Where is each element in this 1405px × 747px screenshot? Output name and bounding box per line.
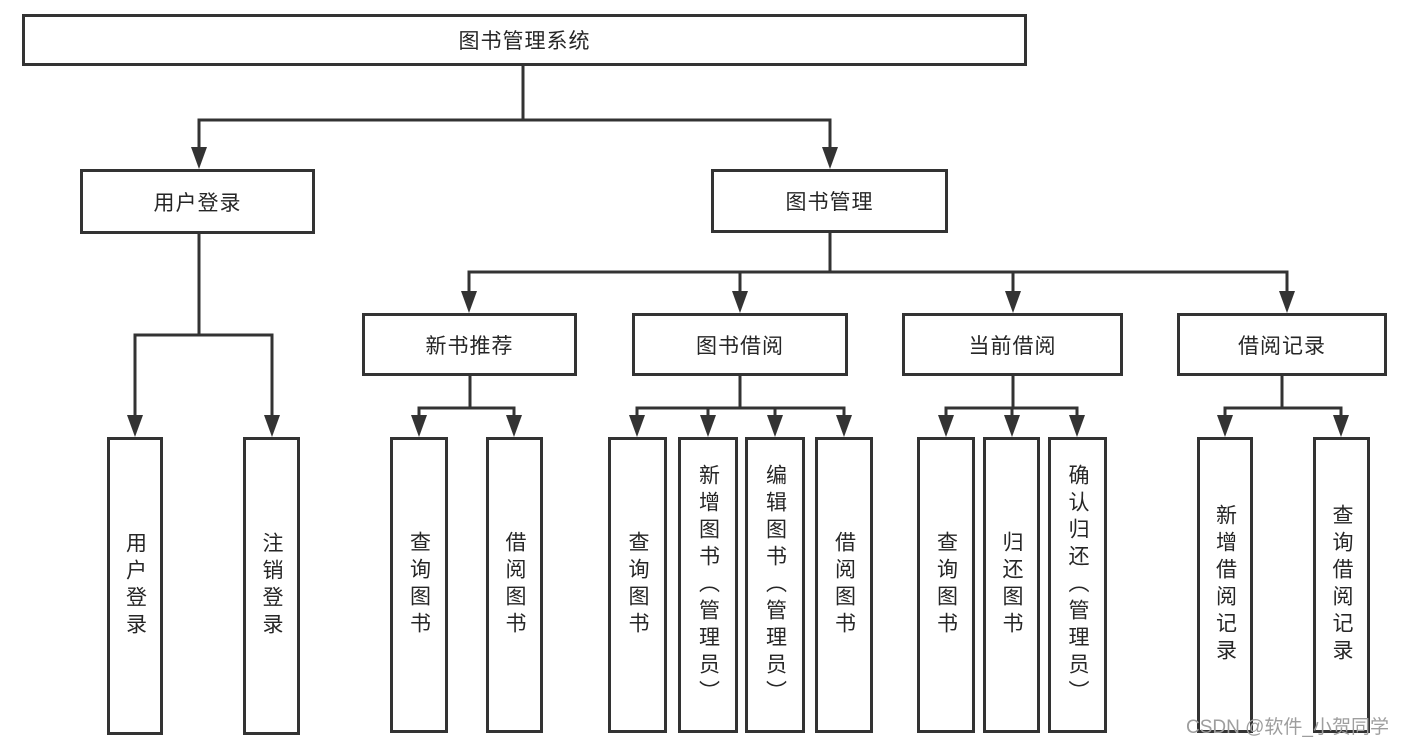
node-label: 新书推荐 — [425, 334, 514, 358]
connector-book-borrow-to-leaves — [629, 376, 852, 437]
node-user-login: 用户登录 — [80, 169, 315, 234]
node-label: 借阅图书 — [503, 531, 526, 639]
node-label: 当前借阅 — [968, 334, 1057, 358]
leaf-bb-query-book: 查询图书 — [608, 437, 667, 733]
leaf-logout: 注销登录 — [243, 437, 300, 735]
node-label: 借阅记录 — [1238, 334, 1326, 358]
node-book-management: 图书管理 — [711, 169, 948, 233]
node-label: 图书管理 — [785, 191, 874, 214]
connector-new-book-recommend-to-leaves — [411, 376, 522, 437]
node-label: 用户登录 — [153, 191, 242, 215]
connector-user-login-to-leaves — [127, 234, 280, 437]
connector-root-to-level2 — [191, 66, 838, 169]
connector-book-management-to-level3 — [461, 233, 1295, 313]
node-label: 图书管理系统 — [458, 30, 591, 53]
node-label: 用户登录 — [123, 532, 147, 640]
node-label: 确认归还（管理员） — [1066, 463, 1089, 707]
leaf-cb-query-book: 查询图书 — [917, 437, 975, 733]
leaf-bb-edit-book-admin: 编辑图书（管理员） — [745, 437, 805, 733]
leaf-nbr-borrow-book: 借阅图书 — [486, 437, 543, 733]
node-new-book-recommend: 新书推荐 — [362, 313, 577, 376]
leaf-bb-borrow-book: 借阅图书 — [815, 437, 873, 733]
node-label: 图书借阅 — [696, 334, 784, 358]
node-label: 编辑图书（管理员） — [763, 463, 787, 707]
leaf-br-query-record: 查询借阅记录 — [1313, 437, 1370, 733]
leaf-br-add-record: 新增借阅记录 — [1197, 437, 1253, 733]
leaf-nbr-query-book: 查询图书 — [390, 437, 448, 733]
leaf-user-login: 用户登录 — [107, 437, 163, 735]
node-label: 新增借阅记录 — [1213, 504, 1237, 666]
watermark: CSDN @软件_小贺同学 — [1186, 717, 1389, 738]
node-label: 查询图书 — [934, 531, 958, 639]
leaf-cb-confirm-return-admin: 确认归还（管理员） — [1048, 437, 1107, 733]
connector-current-borrow-to-leaves — [938, 376, 1085, 437]
node-label: 借阅图书 — [832, 531, 856, 639]
node-book-borrow: 图书借阅 — [632, 313, 848, 376]
node-label: 查询图书 — [407, 531, 431, 639]
node-label: 新增图书（管理员） — [696, 463, 720, 707]
node-library-system: 图书管理系统 — [22, 14, 1027, 66]
leaf-cb-return-book: 归还图书 — [983, 437, 1040, 733]
node-label: 归还图书 — [1000, 531, 1023, 639]
leaf-bb-add-book-admin: 新增图书（管理员） — [678, 437, 738, 733]
node-label: 注销登录 — [260, 532, 283, 640]
node-label: 查询借阅记录 — [1330, 504, 1353, 666]
node-borrow-records: 借阅记录 — [1177, 313, 1387, 376]
node-label: 查询图书 — [626, 531, 649, 639]
node-current-borrow: 当前借阅 — [902, 313, 1123, 376]
connector-borrow-records-to-leaves — [1217, 376, 1349, 437]
